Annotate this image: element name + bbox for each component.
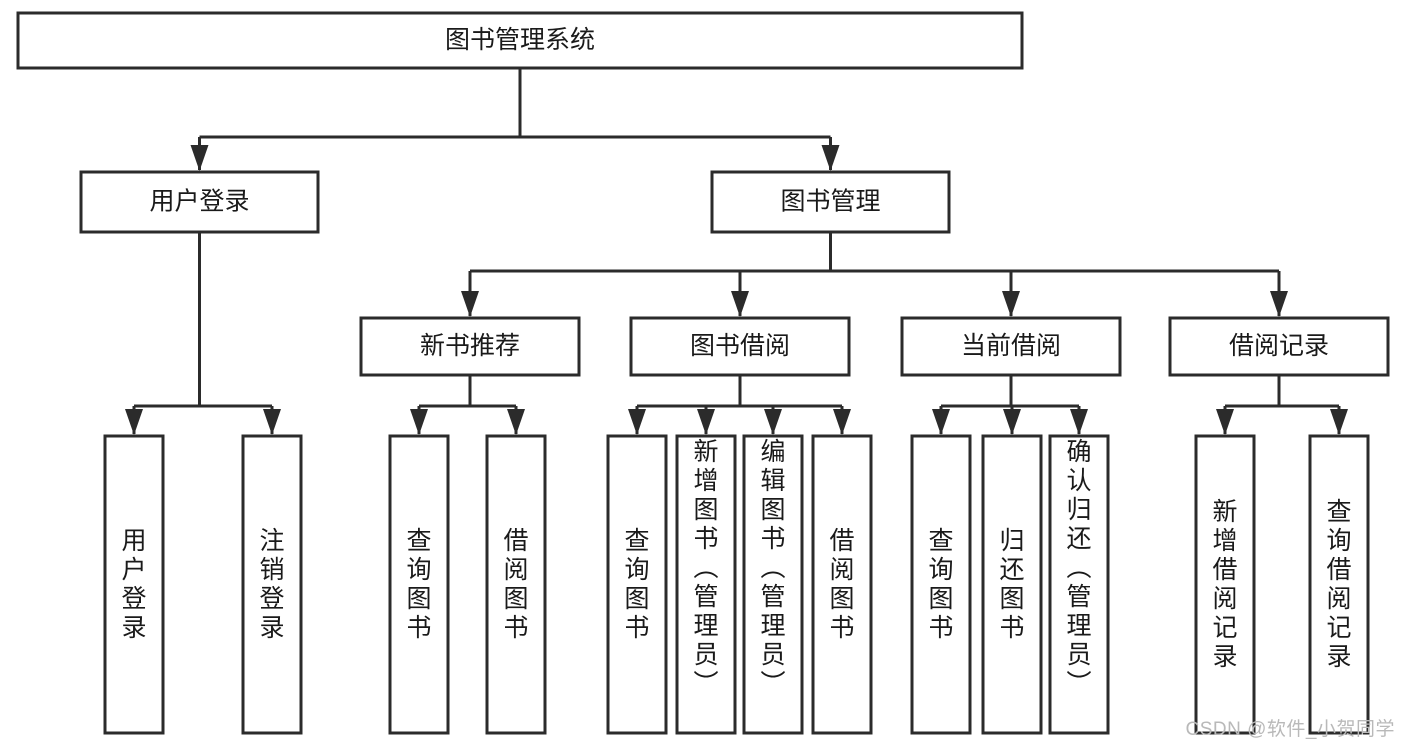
node-leaf-edit-book[interactable]: 编辑图书︵管理员︶ [742,434,804,735]
node-leaf-add-book[interactable]: 新增图书︵管理员︶ [675,434,737,735]
arrow-head-icon [461,291,479,317]
arrow-head-icon [628,409,646,435]
arrow-head-icon [190,145,209,171]
arrow-head-icon [1216,409,1234,435]
arrow-head-icon [932,409,950,435]
node-box-rect [1194,434,1256,735]
arrow-head-icon [125,409,143,435]
node-box-rect [742,434,804,735]
nodes-layer: 图书管理系统用户登录图书管理新书推荐图书借阅当前借阅借阅记录用户登录注销登录查询… [16,11,1390,735]
node-box-rect [388,434,450,735]
arrow-head-icon [697,409,715,435]
arrow-head-icon [1070,409,1088,435]
node-current-borrow[interactable]: 当前借阅 [900,316,1122,377]
arrow-head-icon [833,409,851,435]
arrow-head-icon [764,409,782,435]
connectors-layer [125,68,1348,435]
node-label: 图书借阅 [690,332,790,360]
node-leaf-user-logout[interactable]: 注销登录 [241,434,303,735]
node-label: 借阅图书 [503,527,528,642]
node-box-rect [981,434,1043,735]
node-label: 查询图书 [928,527,953,642]
node-leaf-query-book-1[interactable]: 查询图书 [388,434,450,735]
arrow-head-icon [1270,291,1288,317]
arrow-head-icon [1002,291,1020,317]
node-label: 借阅图书 [829,527,854,642]
node-label: 注销登录 [259,527,284,642]
node-label: 用户登录 [121,527,146,642]
node-box-rect [79,170,320,234]
node-label: 编辑图书︵管理员︶ [760,438,785,698]
node-box-rect [910,434,972,735]
arrow-head-icon [821,145,840,171]
node-label: 图书管理 [780,188,880,216]
node-box-rect [710,170,951,234]
node-box-rect [1308,434,1370,735]
node-label: 归还图书 [999,527,1024,642]
node-root-book-management-system[interactable]: 图书管理系统 [16,11,1024,70]
node-label: 当前借阅 [961,332,1061,360]
node-box-rect [359,316,581,377]
node-label: 查询借阅记录 [1326,498,1351,671]
node-leaf-add-record[interactable]: 新增借阅记录 [1194,434,1256,735]
node-box-rect [16,11,1024,70]
node-box-rect [1168,316,1390,377]
node-label: 查询图书 [406,527,431,642]
node-leaf-confirm-return[interactable]: 确认归还︵管理员︶ [1048,434,1110,735]
node-user-login[interactable]: 用户登录 [79,170,320,234]
node-box-rect [606,434,668,735]
arrow-head-icon [1330,409,1348,435]
node-label: 新增图书︵管理员︶ [693,438,718,698]
arrow-head-icon [731,291,749,317]
node-borrow-record[interactable]: 借阅记录 [1168,316,1390,377]
arrow-head-icon [507,409,525,435]
node-leaf-user-login[interactable]: 用户登录 [103,434,165,735]
node-leaf-query-book-2[interactable]: 查询图书 [606,434,668,735]
node-box-rect [103,434,165,735]
node-box-rect [1048,434,1110,735]
node-new-book-recommend[interactable]: 新书推荐 [359,316,581,377]
node-label: 查询图书 [624,527,649,642]
node-box-rect [241,434,303,735]
node-label: 新书推荐 [420,332,520,360]
node-box-rect [485,434,547,735]
node-book-manage[interactable]: 图书管理 [710,170,951,234]
arrow-head-icon [1003,409,1021,435]
node-leaf-query-record[interactable]: 查询借阅记录 [1308,434,1370,735]
node-label: 借阅记录 [1229,332,1329,360]
node-label: 新增借阅记录 [1212,498,1237,671]
node-leaf-borrow-book-2[interactable]: 借阅图书 [811,434,873,735]
arrow-head-icon [410,409,428,435]
node-leaf-query-book-3[interactable]: 查询图书 [910,434,972,735]
node-label: 图书管理系统 [445,26,595,54]
node-label: 确认归还︵管理员︶ [1066,438,1091,698]
node-leaf-return-book[interactable]: 归还图书 [981,434,1043,735]
node-box-rect [900,316,1122,377]
node-leaf-borrow-book-1[interactable]: 借阅图书 [485,434,547,735]
node-label: 用户登录 [149,188,249,216]
node-box-rect [629,316,851,377]
node-book-borrow[interactable]: 图书借阅 [629,316,851,377]
arrow-head-icon [263,409,281,435]
watermark-label: CSDN @软件_小贺同学 [1185,719,1395,740]
node-box-rect [675,434,737,735]
node-box-rect [811,434,873,735]
